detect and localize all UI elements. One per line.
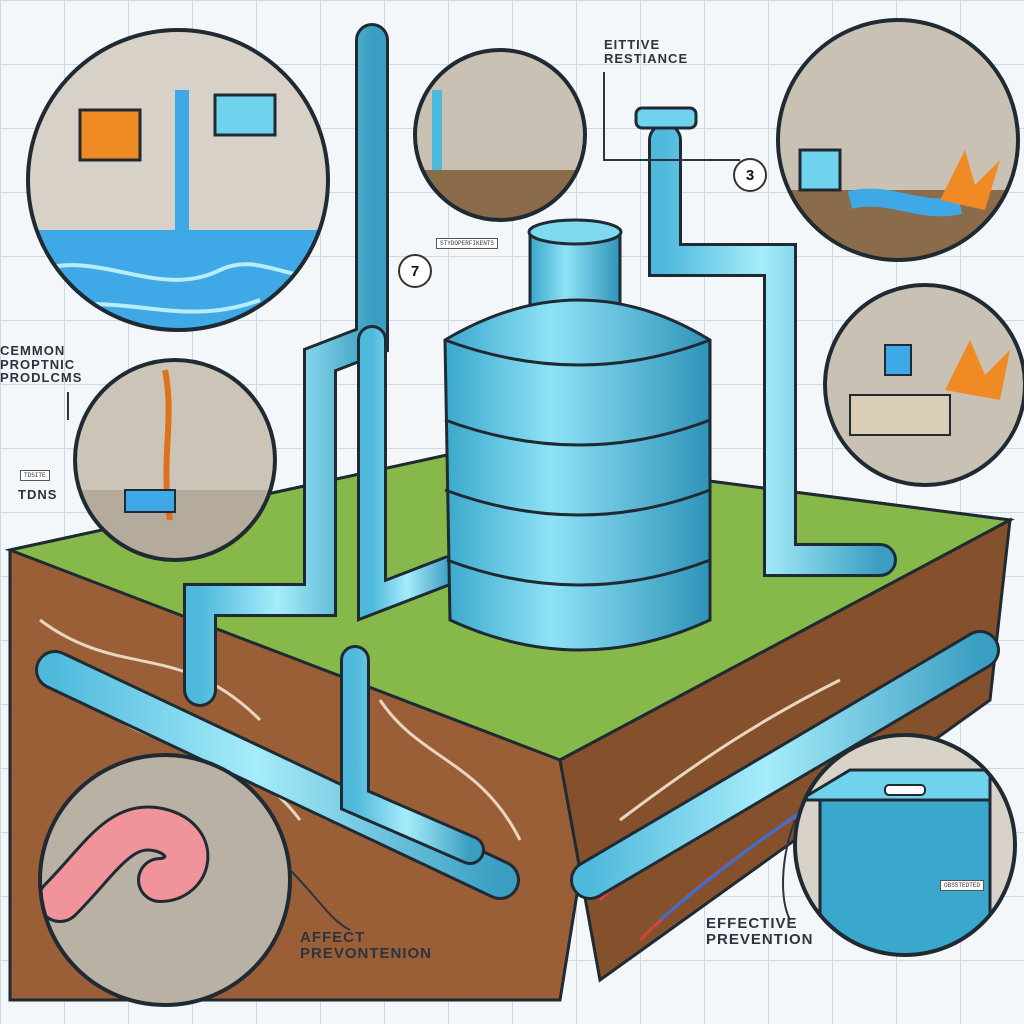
inset-flooded-bathroom (26, 28, 330, 332)
tank-annotation-tag: STYDOPERFIKENTS (436, 238, 499, 249)
septic-tank (443, 218, 712, 652)
badge-seven: 7 (398, 254, 432, 288)
bin-label-tag: OBSSTEDTED (940, 880, 985, 891)
valve-handle (634, 106, 698, 130)
inset-basement-sludge (413, 48, 587, 222)
surface-pipes (183, 23, 897, 865)
inset-waste-bin (793, 733, 1017, 957)
label-affect-prevention: AFFECT PREVONTENION (300, 929, 433, 962)
inset-concrete-fire (823, 283, 1024, 487)
inset-root-intrusion (38, 753, 292, 1007)
leader-lines (67, 72, 796, 931)
label-effective-prevention: EFFECTIVE PREVENTION (706, 915, 814, 948)
tdns-annotation-tag: TDSITE (20, 470, 50, 481)
badge-three: 3 (733, 158, 767, 192)
label-common-problems: CEMMON PROPTNIC PRODLCMS (0, 343, 83, 386)
inset-leak-fire (776, 18, 1020, 262)
label-tdns: TDNS (18, 487, 58, 502)
label-effective-resistance: EITTIVE RESTIANCE (604, 37, 689, 66)
